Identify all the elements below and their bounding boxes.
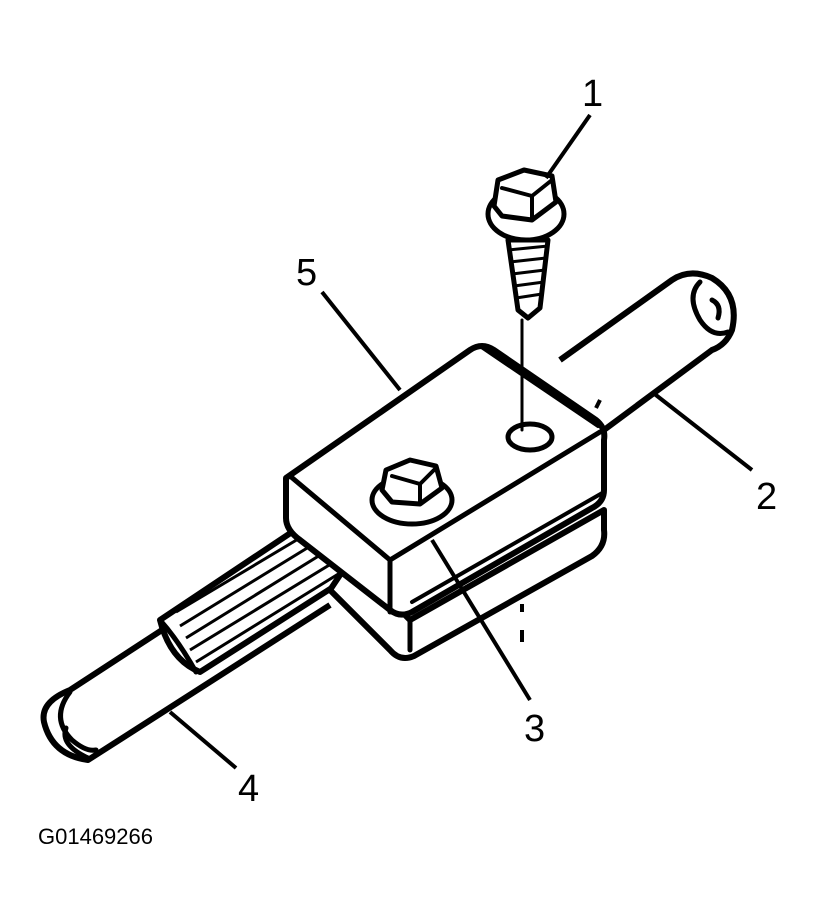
callout-4: 4 <box>238 768 260 810</box>
leader-1 <box>544 113 592 180</box>
bolt-loose <box>485 167 567 432</box>
leader-3 <box>430 538 532 702</box>
callout-3: 3 <box>524 708 546 750</box>
leader-5 <box>320 290 402 392</box>
callout-5: 5 <box>296 252 318 294</box>
bolt-seated <box>369 457 455 527</box>
rod-left <box>40 517 355 763</box>
rod-right <box>558 270 737 433</box>
callout-2: 2 <box>756 476 778 518</box>
callout-1: 1 <box>582 73 604 115</box>
clamp-block <box>283 343 608 661</box>
figure-id: G01469266 <box>38 824 153 849</box>
leader-4 <box>168 710 238 770</box>
leader-lines <box>168 113 754 770</box>
leader-2 <box>650 390 754 472</box>
